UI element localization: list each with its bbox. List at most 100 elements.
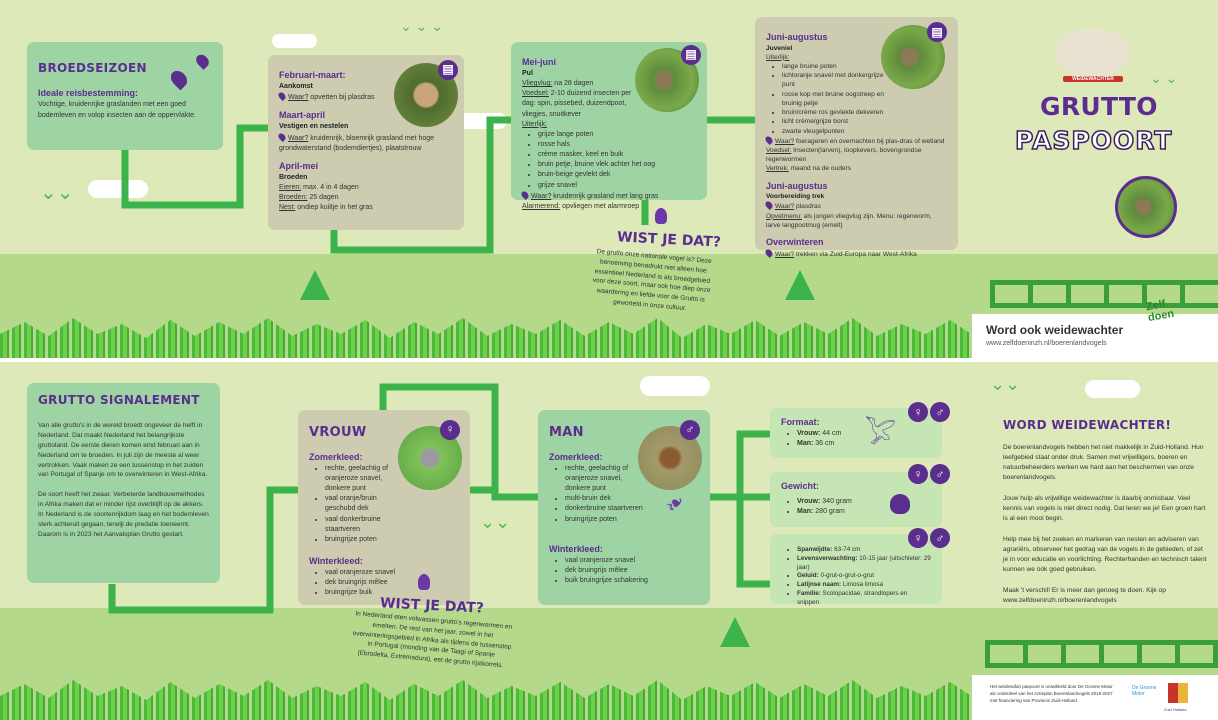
winterkleed-label: Winterkleed: bbox=[309, 556, 363, 567]
vliegvlug-value: na 28 dagen bbox=[552, 80, 594, 88]
map-pin-icon bbox=[764, 134, 774, 145]
logo-ribbon: WEIDEWACHTER bbox=[1063, 76, 1123, 82]
fact-item: Geluid: 0-grut-o-grut-o-grut bbox=[797, 572, 931, 581]
list-item: bruingrijze poten bbox=[325, 535, 404, 545]
map-pin-icon bbox=[764, 200, 774, 211]
list-item: bruingrijze buik bbox=[325, 588, 459, 598]
fact-item: Spanwijdte: 63-74 cm bbox=[797, 546, 931, 555]
birds-icon: ⌄⌄ bbox=[990, 374, 1021, 394]
value: 44 cm bbox=[820, 430, 842, 438]
signalement-title: GRUTTO SIGNALEMENT bbox=[38, 393, 200, 407]
value: 340 gram bbox=[820, 498, 852, 506]
list-item: bruingrijze poten bbox=[565, 515, 644, 525]
voedsel: Voedsel: Insecten(larven), loopkevers, b… bbox=[766, 146, 947, 164]
facts-list: Spanwijdte: 63-74 cm Levensverwachting: … bbox=[781, 546, 931, 608]
fact-label: Familie: bbox=[797, 590, 821, 598]
trek-waar: Waar? plasdras bbox=[764, 200, 947, 211]
fact-value: 10-15 jaar (uitschieter: 29 jaar) bbox=[797, 554, 931, 571]
birds-icon: ⌄ ⌄ ⌄ bbox=[400, 18, 443, 34]
broeden-label: Broeden: bbox=[279, 194, 308, 202]
waar-text: trekken via Zuid-Europa naar West-Afrika bbox=[794, 250, 917, 258]
gewicht-list: Vrouw: 340 gramMan: 280 gram bbox=[781, 497, 931, 517]
bottom-panel: ⌄⌄ ⌄⌄ GRUTTO SIGNALEMENT Van alle grutto… bbox=[0, 362, 1218, 720]
fact-label: Geluid: bbox=[797, 572, 819, 580]
list-item: multi-bruin dek bbox=[565, 494, 644, 504]
vliegvlug: Vliegvlug: na 28 dagen bbox=[522, 79, 642, 89]
man-label: Man: bbox=[797, 508, 814, 516]
apr-sub: Broeden bbox=[279, 173, 308, 181]
vrouw-label: Vrouw: bbox=[797, 430, 821, 438]
calendar-icon: ▤ bbox=[438, 60, 458, 80]
lightbulb-icon bbox=[655, 208, 667, 224]
nest-value: ondiep kuiltje in het gras bbox=[295, 204, 373, 212]
cloud bbox=[640, 376, 710, 396]
female-icon: ♀ bbox=[440, 420, 460, 440]
mar-waar: Waar? kruidenrijk, bloemrijk grasland me… bbox=[277, 131, 453, 154]
fact-value: Limosa limosa bbox=[841, 581, 884, 589]
path-lines bbox=[121, 116, 815, 300]
birds-icon: ⌄ ⌄ bbox=[1150, 70, 1178, 86]
eieren: Eieren: max. 4 in 4 dagen bbox=[279, 183, 453, 193]
weidewachter-p3: Help mee bij het zoeken en markeren van … bbox=[1003, 535, 1207, 574]
male-icon: ♂ bbox=[930, 528, 950, 548]
juni-aug-title: Juni-augustus bbox=[766, 32, 828, 42]
list-item: rosse kop met bruine oogstreep en bruini… bbox=[782, 90, 896, 108]
birds-icon: ⌄⌄ bbox=[40, 182, 74, 204]
cloud bbox=[272, 34, 317, 48]
opvet-value: als jongen vliegvlug zijn. Menu: regenwo… bbox=[766, 212, 932, 229]
signalement-card: GRUTTO SIGNALEMENT Van alle grutto's in … bbox=[27, 383, 220, 583]
season-feb-mei-card: ▤ Februari-maart: Aankomst Waar? opvette… bbox=[268, 55, 464, 230]
birds-icon: ⌄⌄ bbox=[480, 512, 511, 532]
vertrek-label: Vertrek: bbox=[766, 165, 789, 173]
cover-title-grutto: GRUTTO bbox=[1040, 92, 1158, 121]
map-pin-icon bbox=[520, 189, 530, 200]
bird-silhouette-icon: 𓅯 bbox=[865, 419, 896, 449]
list-item: crème masker, keel en buik bbox=[538, 150, 696, 160]
fact-item: Familie: Scolopacidae, strandlopers en s… bbox=[797, 590, 931, 608]
voedsel-value: Insecten(larven), loopkevers, bovengrond… bbox=[766, 147, 922, 164]
list-item: vaal oranjeroze snavel bbox=[325, 568, 459, 578]
list-item: vaal donkerbruine staartveren bbox=[325, 515, 404, 535]
male-icon: ♂ bbox=[930, 402, 950, 422]
broedseizoen-title: BROEDSEIZOEN bbox=[38, 61, 147, 75]
winter-waar: Waar? trekken via Zuid-Europa naar West-… bbox=[764, 247, 947, 259]
season-mei-juni-card: ▤ Mei-juni Pul Vliegvlug: na 28 dagen Vo… bbox=[511, 42, 707, 210]
fact-label: Levensverwachting: bbox=[797, 554, 858, 562]
top-panel: ⌄ ⌄ ⌄ ⌄⌄ ⌄ ⌄ BROEDSEIZOEN Ideale reisbes… bbox=[0, 0, 1218, 358]
cloud bbox=[88, 180, 148, 198]
voedsel-label: Voedsel: bbox=[522, 90, 549, 98]
waar-text: kruidenrijk grasland met lang gras bbox=[551, 192, 659, 200]
broedseizoen-text: Vochtige, kruidenrijke graslanden met ee… bbox=[38, 101, 196, 119]
fact-value: Scolopacidae, strandlopers en snippen bbox=[797, 590, 908, 606]
list-item: bruin petje, bruine vlek achter het oog bbox=[538, 160, 696, 170]
formaat-vrouw: Vrouw: 44 cm bbox=[797, 429, 931, 439]
feb-waar: Waar? opvetten bij plasdras bbox=[277, 91, 453, 103]
formaat-list: Vrouw: 44 cmMan: 36 cm bbox=[781, 429, 931, 449]
list-item: rechte, geelachtig of oranjeroze snavel,… bbox=[565, 464, 644, 494]
weidewachter-logo: WEIDEWACHTER bbox=[1055, 28, 1130, 82]
nest: Nest: ondiep kuiltje in het gras bbox=[279, 203, 453, 213]
vertrek: Vertrek: maand na de ouders bbox=[766, 164, 947, 173]
fold-divider bbox=[0, 358, 1218, 362]
zomerkleed-label: Zomerkleed: bbox=[549, 451, 603, 462]
alarm-label: Alarmerend: bbox=[522, 202, 561, 210]
zomerkleed-list: rechte, geelachtig of oranjeroze snavel,… bbox=[549, 464, 644, 525]
winterkleed-label: Winterkleed: bbox=[549, 543, 603, 554]
waar-label: Waar? bbox=[775, 137, 795, 145]
gewicht-title: Gewicht: bbox=[781, 481, 820, 491]
provincie-logo bbox=[1168, 683, 1188, 703]
waar-label: Waar? bbox=[775, 203, 795, 211]
value: 36 cm bbox=[813, 440, 835, 448]
path-lines bbox=[108, 383, 770, 647]
cta-box: Word ook weidewachter www.zelfdoeninzh.n… bbox=[972, 298, 1218, 358]
trek-sub: Voorbereiding trek bbox=[766, 193, 825, 201]
cta-url[interactable]: www.zelfdoeninzh.nl/boerenlandvogels bbox=[986, 340, 1107, 347]
groene-motor-logo: De Groene Motor bbox=[1132, 685, 1157, 697]
list-item: zwarte vleugelpunten bbox=[782, 127, 896, 136]
signalement-p2: De soort heeft het zwaar. Verbeterde lan… bbox=[38, 491, 209, 538]
list-item: donkerbruine staartveren bbox=[565, 504, 644, 514]
formaat-man: Man: 36 cm bbox=[797, 439, 931, 449]
eieren-value: max. 4 in 4 dagen bbox=[301, 183, 359, 191]
feather-icon: ❧ bbox=[659, 488, 691, 520]
list-item: rechte, geelachtig of oranjeroze snavel,… bbox=[325, 464, 404, 494]
